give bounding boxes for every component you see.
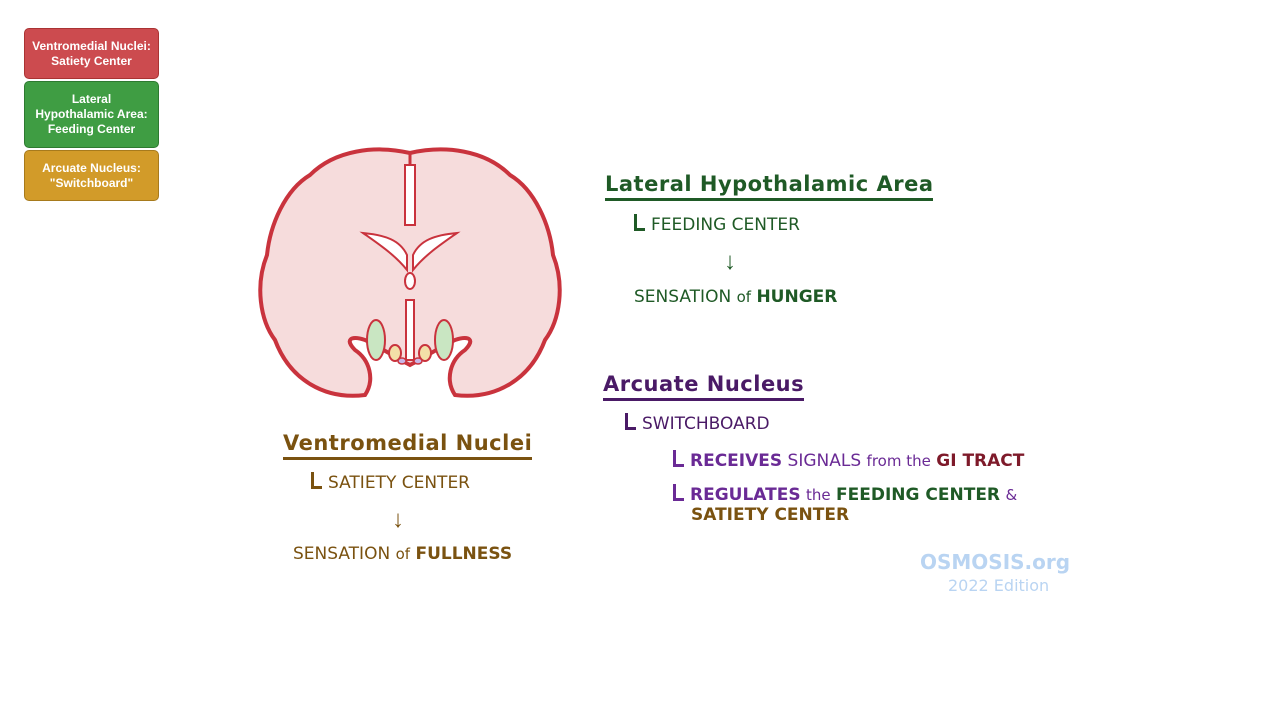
vmn-result: SENSATION of FULLNESS <box>293 544 513 564</box>
vmn-sub: SATIETY CENTER <box>311 472 470 493</box>
legend-lateral-hypothalamic[interactable]: Lateral Hypothalamic Area: Feeding Cente… <box>24 81 159 148</box>
edition-watermark: 2022 Edition <box>948 576 1050 595</box>
branch-icon <box>634 214 645 231</box>
arc-line2-cont: SATIETY CENTER <box>691 505 850 525</box>
lha-result: SENSATION of HUNGER <box>634 287 838 307</box>
brain-coronal-illustration <box>258 147 562 398</box>
branch-icon <box>311 472 322 489</box>
down-arrow-icon: ↓ <box>724 248 736 275</box>
arc-sub: SWITCHBOARD <box>625 413 770 434</box>
lha-sub: FEEDING CENTER <box>634 214 800 235</box>
arc-line2: REGULATES the FEEDING CENTER & <box>673 484 1017 505</box>
lha-title: Lateral Hypothalamic Area <box>605 172 934 201</box>
lateral-hypothalamic-left <box>366 319 386 361</box>
vmn-title: Ventromedial Nuclei <box>283 431 533 460</box>
branch-icon <box>625 413 636 430</box>
lateral-hypothalamic-right <box>434 319 454 361</box>
arc-title: Arcuate Nucleus <box>603 372 805 401</box>
down-arrow-icon: ↓ <box>392 506 404 533</box>
arc-line1: RECEIVES SIGNALS from the GI TRACT <box>673 450 1024 471</box>
legend-arcuate[interactable]: Arcuate Nucleus: "Switchboard" <box>24 150 159 201</box>
legend-ventromedial[interactable]: Ventromedial Nuclei: Satiety Center <box>24 28 159 79</box>
lha-sub-text: FEEDING CENTER <box>651 215 800 235</box>
osmosis-watermark: OSMOSIS.org <box>920 550 1071 574</box>
